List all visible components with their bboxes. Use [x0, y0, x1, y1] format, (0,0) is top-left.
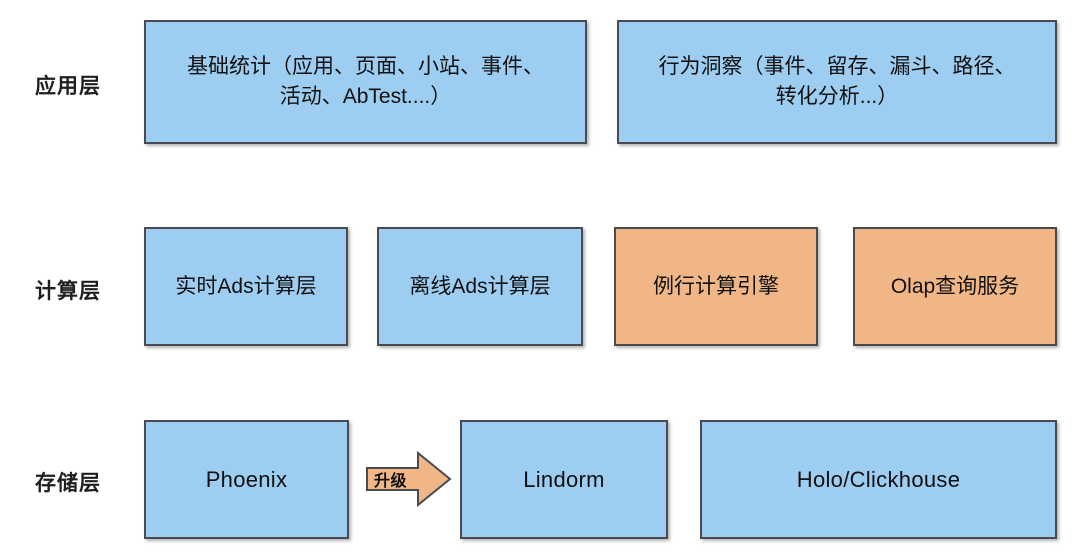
node-phoenix[interactable]: Phoenix [144, 420, 349, 539]
node-holo-clickhouse[interactable]: Holo/Clickhouse [700, 420, 1057, 539]
layer-label-storage: 存储层 [35, 472, 101, 495]
layer-label-application: 应用层 [35, 75, 101, 98]
upgrade-arrow-label: 升级 [374, 473, 408, 490]
node-label: Phoenix [205, 466, 288, 492]
node-realtime-ads-compute[interactable]: 实时Ads计算层 [144, 227, 348, 346]
node-label: Holo/Clickhouse [796, 466, 961, 492]
node-label: 实时Ads计算层 [175, 274, 317, 298]
node-label: Olap查询服务 [890, 274, 1020, 298]
arrow-right-icon [366, 450, 452, 508]
upgrade-arrow: 升级 [366, 450, 452, 508]
node-basic-statistics[interactable]: 基础统计（应用、页面、小站、事件、 活动、AbTest....） [144, 20, 587, 144]
node-offline-ads-compute[interactable]: 离线Ads计算层 [377, 227, 583, 346]
node-routine-compute-engine[interactable]: 例行计算引擎 [614, 227, 818, 346]
node-label: 基础统计（应用、页面、小站、事件、 活动、AbTest....） [187, 55, 544, 108]
node-label: 例行计算引擎 [653, 274, 779, 298]
node-label: 离线Ads计算层 [409, 274, 551, 298]
node-lindorm[interactable]: Lindorm [460, 420, 668, 539]
node-label: 行为洞察（事件、留存、漏斗、路径、 转化分析...） [658, 55, 1016, 108]
node-label: Lindorm [523, 466, 605, 492]
node-behavior-insight[interactable]: 行为洞察（事件、留存、漏斗、路径、 转化分析...） [617, 20, 1057, 144]
layer-label-compute: 计算层 [35, 280, 101, 303]
node-olap-query-service[interactable]: Olap查询服务 [853, 227, 1057, 346]
